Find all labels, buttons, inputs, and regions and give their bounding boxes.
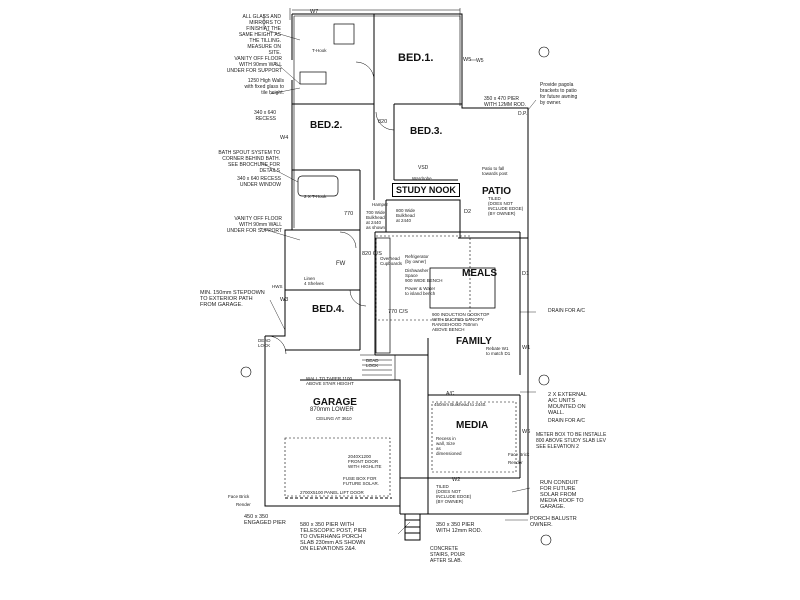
note-pier-350: 350 x 350 PIER WITH 12mm ROD. [436,522,483,534]
interior-wall [285,280,361,351]
label-dp: D.P. [518,111,528,117]
note-face-brick-1: Face Brick [508,452,530,457]
note-rebate: Rebate W1 to match D1 [486,346,511,356]
label-820: 820 [378,119,388,125]
room-bed4: BED.4. [312,304,345,315]
note-robe-hooks: 2 X T-Hook [304,194,327,199]
note-lift-door: 2700X5100 PANEL LIFT DOOR [300,490,364,495]
shower [333,23,355,45]
note-overhead: Overhead Cupboards [380,256,403,266]
label-ac: A/C [446,391,455,397]
bathtub [297,175,339,197]
label-w1: W1 [522,345,531,351]
note-fridge: Refrigerator (by owner) [405,254,429,264]
note-bulkhead-1: 700 Wide Bulkhead at 2440 as shown [366,210,386,230]
note-recess-3: Recess in wall, Size as dimensioned [436,436,462,456]
note-bath-spout: BATH SPOUT SYSTEM TO CORNER BEHIND BATH.… [218,150,280,174]
room-study-nook: STUDY NOOK [392,183,460,197]
note-porch-balustrade: PORCH BALUSTR OWNER. [530,516,577,528]
interior-wall [385,199,461,238]
room-family: FAMILY [456,336,492,347]
note-bulkhead-2: 800 Wide Bulkhead at 2440 [396,208,416,223]
vanity [299,71,327,85]
label-w2: W2 [452,477,461,483]
note-vanity-2: VANITY OFF FLOOR WITH 90mm WALL UNDER FO… [226,216,282,234]
interior-wall [292,169,361,280]
note-w5-center: W5 [476,58,484,64]
note-fuse-box: FUSE BOX FOR FUTURE SOLAR. [343,476,380,486]
note-ceiling: CEILING AT 3610 [316,416,352,421]
note-drain-ac-1: DRAIN FOR A/C [548,308,585,314]
label-770cs: 770 C/S [388,309,408,315]
note-wardrobe: Wardrobe [412,176,432,181]
note-conduit: RUN CONDUIT FOR FUTURE SOLAR FROM MEDIA … [540,480,584,510]
note-meter-box: METER BOX TO BE INSTALLE 800 ABOVE STUDY… [536,432,607,450]
note-pier-telescopic: 580 x 350 PIER WITH TELESCOPIC POST, PIE… [300,522,367,552]
note-dead-lock-2: DEAD LOCK [366,358,379,368]
garage-stairs [360,354,396,380]
note-hws: HWS [272,284,283,289]
room-garage: GARAGE [313,397,357,408]
room-patio: PATIO [482,186,512,197]
label-w7: W7 [310,9,319,15]
note-power: Power & Water to island bench [405,286,436,296]
note-tiled-2: TILED (DOES NOT INCLUDE EDGE) (BY OWNER) [436,484,472,504]
note-drain-ac-2: DRAIN FOR A/C [548,418,585,424]
patio-outline [462,107,529,238]
room-meals: MEALS [462,268,497,279]
note-wall-taper: WALL TO TAPER 1100 ABOVE STAIR HEIGHT [306,376,354,386]
note-stepdown: MIN. 150mm STEPDOWN TO EXTERIOR PATH FRO… [200,290,265,308]
interior-wall [292,14,462,200]
island-bench [429,267,496,309]
label-vsd: VSD [418,165,429,171]
label-d1: D1 [522,271,530,277]
note-concrete-stairs: CONCRETE STAIRS, POUR AFTER SLAB. [430,546,465,564]
note-pier-470: 350 x 470 PIER WITH 12MM ROD. [484,96,526,108]
room-bed3: BED.3. [410,126,443,137]
exterior-wall [264,336,401,514]
note-render-2: Render [236,502,251,507]
note-walls-1250: 1250 High Walls with fixed glass to tile… [244,78,284,96]
note-bench: 900 WIDE BENCH [405,278,443,283]
note-hamper: Hamper [372,202,389,207]
note-patio-fall: Patio to fall towards post [482,166,508,176]
note-pier-engaged: 450 x 350 ENGAGED PIER [244,514,286,526]
label-w5: W5 [463,57,472,63]
note-pagola: Provide pagola brackets to patio for fut… [540,82,578,106]
note-fw: FW [336,261,346,267]
label-d2: D2 [464,209,472,215]
label-w3: W3 [280,297,289,303]
room-bed2: BED.2. [310,120,343,131]
note-dead-lock-1: DEAD LOCK [258,338,271,348]
note-dishwasher: Dishwasher Space [405,268,429,278]
interior-wall [300,379,401,506]
exterior-wall [265,14,293,337]
label-w4: W4 [280,135,289,141]
note-face-brick-2: Face Brick [228,494,250,499]
note-render-1: Render [508,460,523,465]
room-bed1: BED.1. [398,52,434,64]
room-media: MEDIA [456,420,489,431]
label-770: 770 [344,211,354,217]
kitchen-bench [375,237,391,354]
note-induction: 900 INDUCTION COOKTOP WITH DUCTED CANOPY… [432,312,490,332]
note-ac-units: 2 X EXTERNAL A/C UNITS MOUNTED ON WALL. [548,392,587,416]
note-vanity-1: VANITY OFF FLOOR WITH 90mm WALL UNDER FO… [226,56,282,74]
interior-wall [375,231,521,375]
note-tiled-1: TILED (DOES NOT INCLUDE EDGE) (BY OWNER) [488,196,524,216]
note-bulkhead-3: 450mm Bulkhead to 2440. [434,402,487,407]
note-garage-lower: 870mm LOWER [310,407,354,413]
interior-wall [427,394,521,479]
note-glass: ALL GLASS AND MIRRORS TO FINISH AT THE S… [238,14,281,56]
note-towel-hook: T-Hook [312,48,327,53]
note-linen: Linen 4 Shelves [304,276,324,286]
exterior-wall [400,108,529,515]
note-recess-1: 340 x 640 RECESS [254,110,276,122]
note-front-door: 2040X1200 FRONT DOOR WITH HIGHLITE [348,454,382,469]
porch-stairs [400,477,429,541]
note-recess-2: 340 x 640 RECESS UNDER WINDOW [237,176,281,188]
label-w6: W6 [522,429,531,435]
label-820cs: 820 C/S [362,251,382,257]
